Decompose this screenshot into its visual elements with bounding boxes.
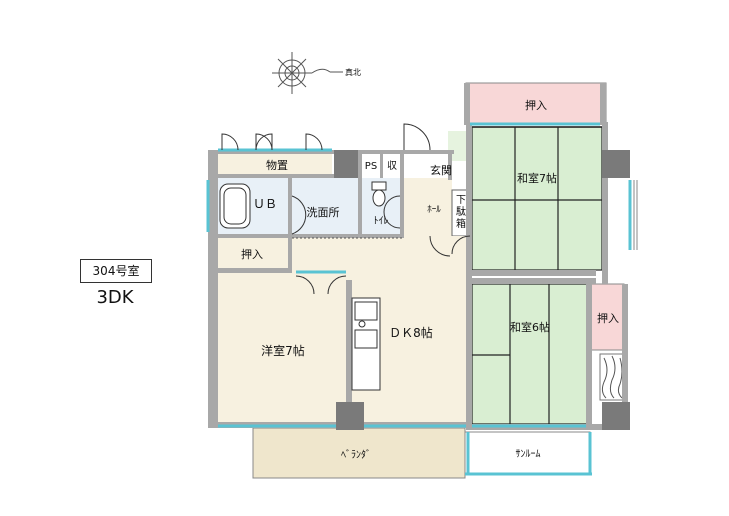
wood-floor-patch (599, 353, 627, 401)
kitchen-counter (351, 297, 381, 391)
toilet-label: ﾄｲﾚ (374, 216, 389, 227)
storage-area (218, 152, 332, 176)
doors (221, 123, 471, 295)
shoe-cabinet-label-1: 下 (456, 195, 466, 206)
washitsu-7-tatami (471, 126, 603, 271)
western-room-label: 洋室7帖 (261, 343, 305, 358)
washitsu-6-label: 和室6帖 (510, 320, 550, 334)
windows (206, 122, 632, 428)
ub-label: ＵＢ (253, 197, 277, 211)
hall-label: ﾎｰﾙ (427, 204, 441, 215)
layout-type-label: 3DK (96, 287, 134, 308)
washitsu-6-tatami (471, 283, 589, 425)
sunroom-label: ｻﾝﾙｰﾑ (516, 448, 541, 460)
ps-label: PS (365, 161, 377, 172)
toilet-fixture-icon (371, 181, 387, 207)
veranda-label: ﾍﾞﾗﾝﾀﾞ (341, 449, 371, 461)
closet-left-area (218, 238, 290, 268)
north-label: 真北 (345, 67, 361, 77)
washroom-label: 洗面所 (307, 206, 340, 219)
genkan-area (404, 152, 448, 176)
shu-label: 収 (387, 160, 397, 172)
sunroom-area (464, 431, 591, 475)
dk-label: ＤＫ8帖 (389, 325, 433, 340)
closet-top-label: 押入 (525, 98, 547, 112)
shoe-cabinet-label-3: 箱 (456, 217, 466, 230)
bathtub-icon (219, 183, 251, 229)
closet-left-label: 押入 (241, 247, 263, 261)
storage-label: 物置 (266, 158, 288, 172)
genkan-label: 玄関 (430, 163, 452, 177)
washitsu-7-label: 和室7帖 (517, 171, 557, 185)
north-compass-icon (272, 52, 343, 94)
right-window-bars (633, 180, 638, 250)
closet-right-label: 押入 (597, 311, 619, 325)
shoe-cabinet-label-2: 駄 (456, 205, 466, 218)
room-number-box: 304号室 (80, 259, 152, 283)
hall-area (402, 178, 452, 236)
